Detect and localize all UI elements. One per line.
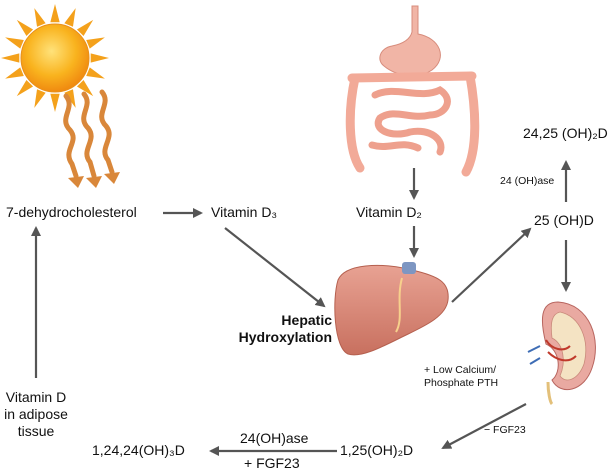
- label-plus-fgf23: + FGF23: [244, 455, 300, 471]
- digestive-tract-icon: [345, 5, 480, 177]
- label-1-24-24-oh3d: 1,24,24(OH)₃D: [92, 442, 185, 458]
- label-hepatic-hydroxylation: Hepatic Hydroxylation: [238, 312, 332, 345]
- arrow-kidney-to-1-25: [441, 403, 527, 449]
- label-7-dehydrocholesterol: 7-dehydrocholesterol: [6, 204, 137, 220]
- sun-spike: [86, 67, 105, 79]
- sun-spike: [5, 67, 24, 79]
- label-24-25-oh2d: 24,25 (OH)₂D: [523, 125, 608, 141]
- sun-spike: [76, 79, 94, 97]
- uv-arrowheads: [68, 172, 120, 188]
- pathway-arrows: [31, 160, 571, 456]
- kidney-icon: [527, 301, 596, 406]
- sun-spike: [16, 79, 34, 97]
- sun-spike: [1, 53, 20, 63]
- label-vitamin-d3: Vitamin D₃: [211, 204, 278, 220]
- sun-spike: [16, 19, 34, 37]
- label-24-oh-ase-top: 24 (OH)ase: [500, 175, 555, 187]
- label-minus-fgf23: − FGF23: [484, 424, 526, 436]
- sun-spike: [64, 8, 76, 27]
- sun-spike: [5, 37, 24, 49]
- arrow-d3-to-liver: [224, 227, 326, 308]
- sun-spike: [90, 53, 109, 63]
- label-vitamin-d2: Vitamin D₂: [356, 204, 422, 220]
- arrow-liver-to-25ohd: [451, 227, 532, 303]
- label-1-25-oh2d: 1,25(OH)₂D: [340, 442, 414, 458]
- liver-icon: [334, 262, 449, 356]
- label-vitamin-d-adipose: Vitamin D in adipose tissue: [4, 389, 68, 439]
- sun-spike: [86, 37, 105, 49]
- sun-spike: [34, 89, 46, 108]
- label-25-oh-d: 25 (OH)D: [534, 212, 594, 228]
- label-24-oh-ase-bottom: 24(OH)ase: [240, 430, 309, 446]
- label-low-calcium-pth: + Low Calcium/ Phosphate PTH: [424, 364, 499, 389]
- sun-icon: [1, 4, 109, 112]
- sun-spike: [34, 8, 46, 27]
- uv-rays-icon: [63, 89, 115, 179]
- sun-spike: [50, 93, 60, 112]
- sun-spike: [50, 4, 60, 23]
- sun-spike: [76, 19, 94, 37]
